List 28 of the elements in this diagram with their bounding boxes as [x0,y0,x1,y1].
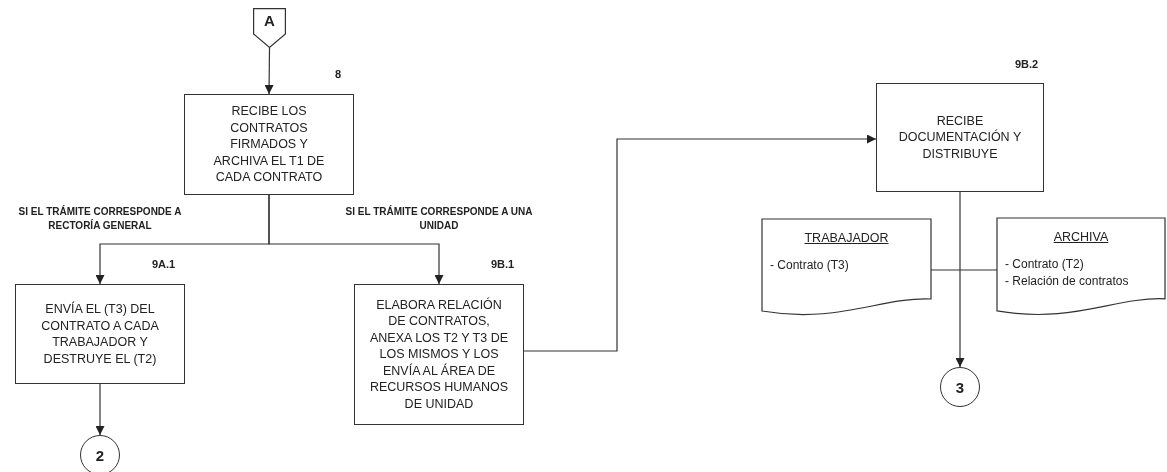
arrow [523,134,877,352]
document-item: - Relación de contratos [1005,273,1130,290]
step-number: 9A.1 [152,258,176,270]
connector-label: A [264,12,275,29]
off-page-connector [253,8,286,48]
step-number: 9B.1 [491,258,515,270]
step-text: ELABORA RELACIÓN DE CONTRATOS, ANEXA LOS T2 Y T3 DE LOS MISMOS Y LOS ENVÍA AL ÁREA DE RECURSOS HUMANOS DE UNIDAD [368,296,510,413]
process-box [876,83,1044,192]
step-text: RECIBE DOCUMENTACIÓN Y DISTRIBUYE [897,112,1023,163]
process-box [15,284,185,384]
step-number: 8 [335,68,342,80]
step-text: RECIBE LOS CONTRATOS FIRMADOS Y ARCHIVA EL T1 DE CADA CONTRATO [212,103,326,186]
process-box [184,94,354,195]
step-number: 9B.2 [1015,58,1039,70]
arrow [264,47,274,95]
arrow [268,194,444,285]
connector-label: 3 [955,378,965,396]
arrow [95,383,105,436]
document-heading: ARCHIVA [1052,230,1110,244]
connector-label: 2 [95,446,105,464]
document-heading: TRABAJADOR [803,231,890,245]
process-box [354,284,524,425]
arrow [955,191,965,368]
document-item: - Contrato (T2) [1005,256,1085,273]
connector-circle [940,367,980,407]
step-text: ENVÍA EL (T3) DEL CONTRATO A CADA TRABAJADOR Y DESTRUYE EL (T2) [40,301,160,367]
connector-circle [80,435,120,472]
document-item: - Contrato (T3) [770,257,850,274]
